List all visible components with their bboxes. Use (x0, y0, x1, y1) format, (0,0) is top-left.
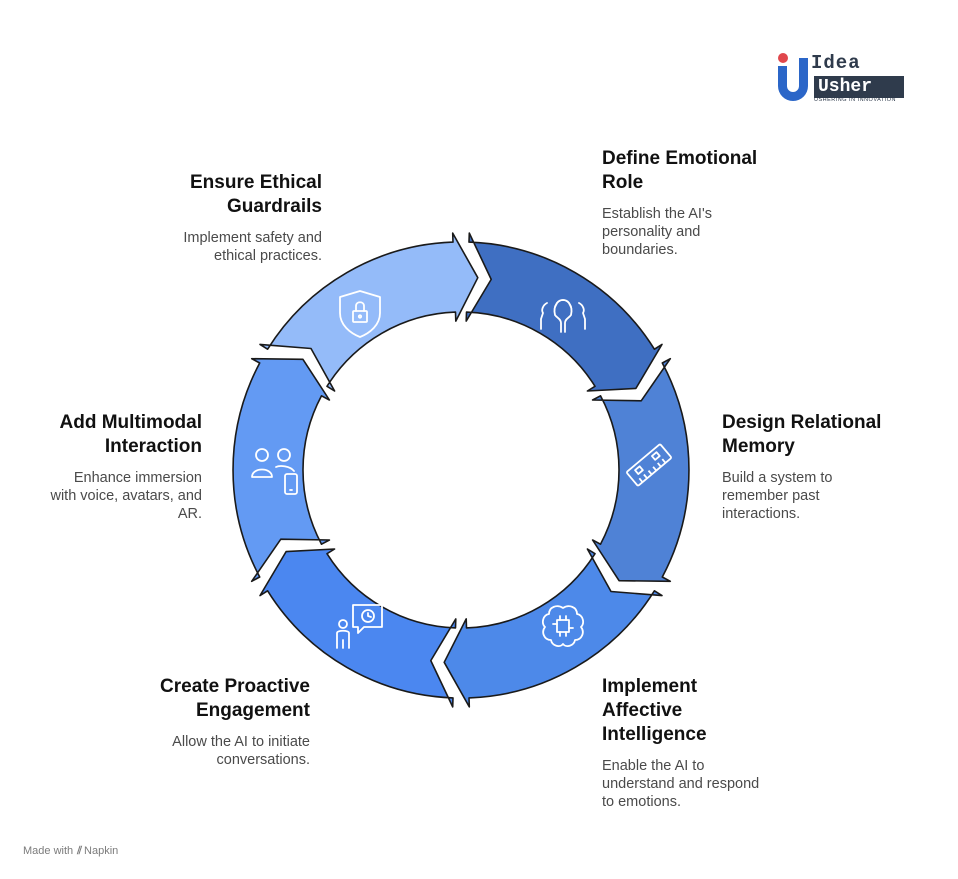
shield-lock-icon (339, 290, 381, 338)
idea-usher-logo: Idea Usher USHERING IN INNOVATION (770, 50, 910, 106)
segment-add-multimodal-interaction (232, 357, 331, 583)
segment-design-relational-memory (591, 357, 690, 583)
logo-u-icon (778, 53, 808, 101)
two-heads-icon (540, 299, 586, 333)
segment-implement-affective-intelligence (443, 548, 663, 708)
memory-chip-icon (626, 443, 672, 487)
napkin-brand: Napkin (84, 845, 119, 857)
logo-word-idea: Idea (811, 52, 861, 74)
person-clock-icon (336, 604, 383, 649)
made-with-napkin: Made with⫽Napkin (23, 845, 118, 858)
napkin-logo-icon: ⫽ (77, 845, 83, 857)
logo-tagline: USHERING IN INNOVATION (814, 97, 896, 103)
made-with-label: Made with (23, 845, 74, 857)
brain-chip-icon (542, 605, 584, 647)
users-phone-icon (251, 448, 298, 495)
segment-define-emotional-role (465, 232, 663, 392)
segment-ensure-ethical-guardrails (259, 232, 479, 392)
logo-word-usher: Usher (814, 76, 904, 98)
